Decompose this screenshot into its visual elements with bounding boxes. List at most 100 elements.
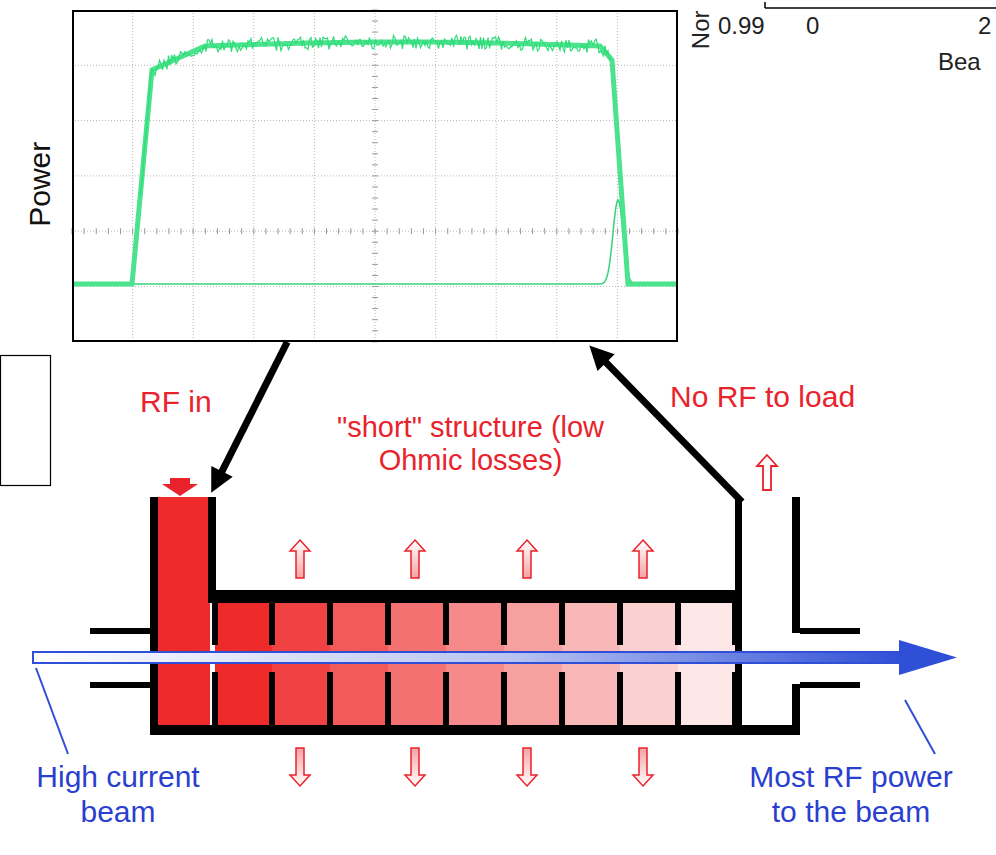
grid-tick: [372, 308, 378, 309]
empty-box: [1, 356, 51, 486]
loss-arrow: [517, 748, 537, 786]
grid-tick: [372, 32, 378, 33]
ohmic-loss-arrows: [290, 455, 777, 786]
grid-tick: [372, 131, 378, 132]
rf-input-port: RF in: [158, 497, 210, 590]
wall: [150, 725, 742, 735]
grid-tick: [96, 228, 97, 234]
accelerating-structure: "short" structure (low Ohmic losses): [150, 497, 800, 735]
grid-tick: [350, 228, 351, 234]
loss-arrow: [290, 748, 310, 786]
load-arrow: [757, 455, 777, 490]
grid-tick: [132, 228, 133, 234]
grid-line: [72, 120, 678, 121]
grid-tick: [411, 228, 412, 234]
grid-tick: [581, 228, 582, 234]
axis-title: Power: [23, 141, 58, 226]
grid-tick: [372, 209, 378, 210]
grid-tick: [435, 228, 436, 234]
reflected-trace: [74, 200, 676, 284]
iris: [617, 672, 623, 725]
grid-tick: [372, 198, 378, 199]
grid-tick: [459, 228, 460, 234]
grid-tick: [326, 228, 327, 234]
port-label: No RF to load: [668, 380, 857, 415]
grid-tick: [629, 228, 630, 234]
iris: [385, 672, 391, 725]
input-coupler: [158, 497, 210, 725]
tick-label: 0: [806, 12, 819, 40]
grid-tick: [241, 228, 242, 234]
iris: [501, 603, 507, 645]
grid-tick: [84, 228, 85, 234]
axis-title: Nor: [686, 10, 714, 49]
grid-tick: [372, 286, 378, 287]
grid-tick: [372, 231, 378, 232]
grid-tick: [372, 264, 378, 265]
beam-label: Most RF power to the beam: [738, 760, 964, 829]
grid-tick: [108, 228, 109, 234]
grid-tick: [653, 228, 654, 234]
plot-ground: [72, 10, 678, 342]
grid-line: [617, 10, 618, 342]
cavity-cells: [215, 497, 792, 725]
wall: [150, 497, 158, 735]
grid-tick: [290, 228, 291, 234]
iris: [732, 672, 738, 725]
grid-tick: [372, 98, 378, 99]
iris: [675, 603, 681, 645]
iris: [501, 672, 507, 725]
grid-tick: [484, 228, 485, 234]
grid-tick: [314, 228, 315, 234]
iris: [675, 672, 681, 725]
iris: [443, 603, 449, 645]
beam-arrowhead: [899, 640, 957, 675]
grid-tick: [181, 228, 182, 234]
grid-tick: [447, 228, 448, 234]
grid-tick: [372, 253, 378, 254]
loss-arrow: [517, 540, 537, 578]
wall: [792, 497, 800, 633]
loss-arrow: [290, 540, 310, 578]
wall: [208, 590, 742, 603]
beam-label: High current beam: [2, 760, 234, 829]
grid-tick: [372, 76, 378, 77]
port-label: RF in: [140, 385, 212, 420]
grid-tick: [372, 65, 378, 66]
forward-trace: [74, 42, 676, 284]
iris: [559, 603, 565, 645]
grid-tick: [253, 228, 254, 234]
iris: [212, 603, 218, 645]
grid-tick: [544, 228, 545, 234]
grid-tick: [665, 228, 666, 234]
grid-tick: [338, 228, 339, 234]
grid-tick: [556, 228, 557, 234]
grid-tick: [229, 228, 230, 234]
structure-walls: [90, 497, 860, 735]
grid-tick: [144, 228, 145, 234]
grid-line: [72, 175, 678, 176]
rf-input-arrow: [162, 478, 198, 496]
grid-tick: [302, 228, 303, 234]
load-port: No RF to load: [742, 497, 792, 537]
iris: [559, 672, 565, 725]
grid-tick: [372, 297, 378, 298]
grid-tick: [265, 228, 266, 234]
grid-tick: [508, 228, 509, 234]
beam-pipe: [90, 682, 150, 688]
grid-tick: [372, 21, 378, 22]
grid-tick: [120, 228, 121, 234]
grid-tick: [372, 242, 378, 243]
wall: [208, 497, 216, 603]
plot-panel: Power: [72, 10, 678, 342]
iris: [732, 603, 738, 645]
trace-noise: [140, 35, 611, 196]
grid-line: [72, 231, 678, 232]
grid-tick: [205, 228, 206, 234]
grid-tick: [156, 228, 157, 234]
grid-tick: [399, 228, 400, 234]
beam-pipe: [90, 628, 150, 634]
grid-tick: [372, 330, 378, 331]
grid-line: [314, 10, 315, 342]
grid-tick: [372, 109, 378, 110]
